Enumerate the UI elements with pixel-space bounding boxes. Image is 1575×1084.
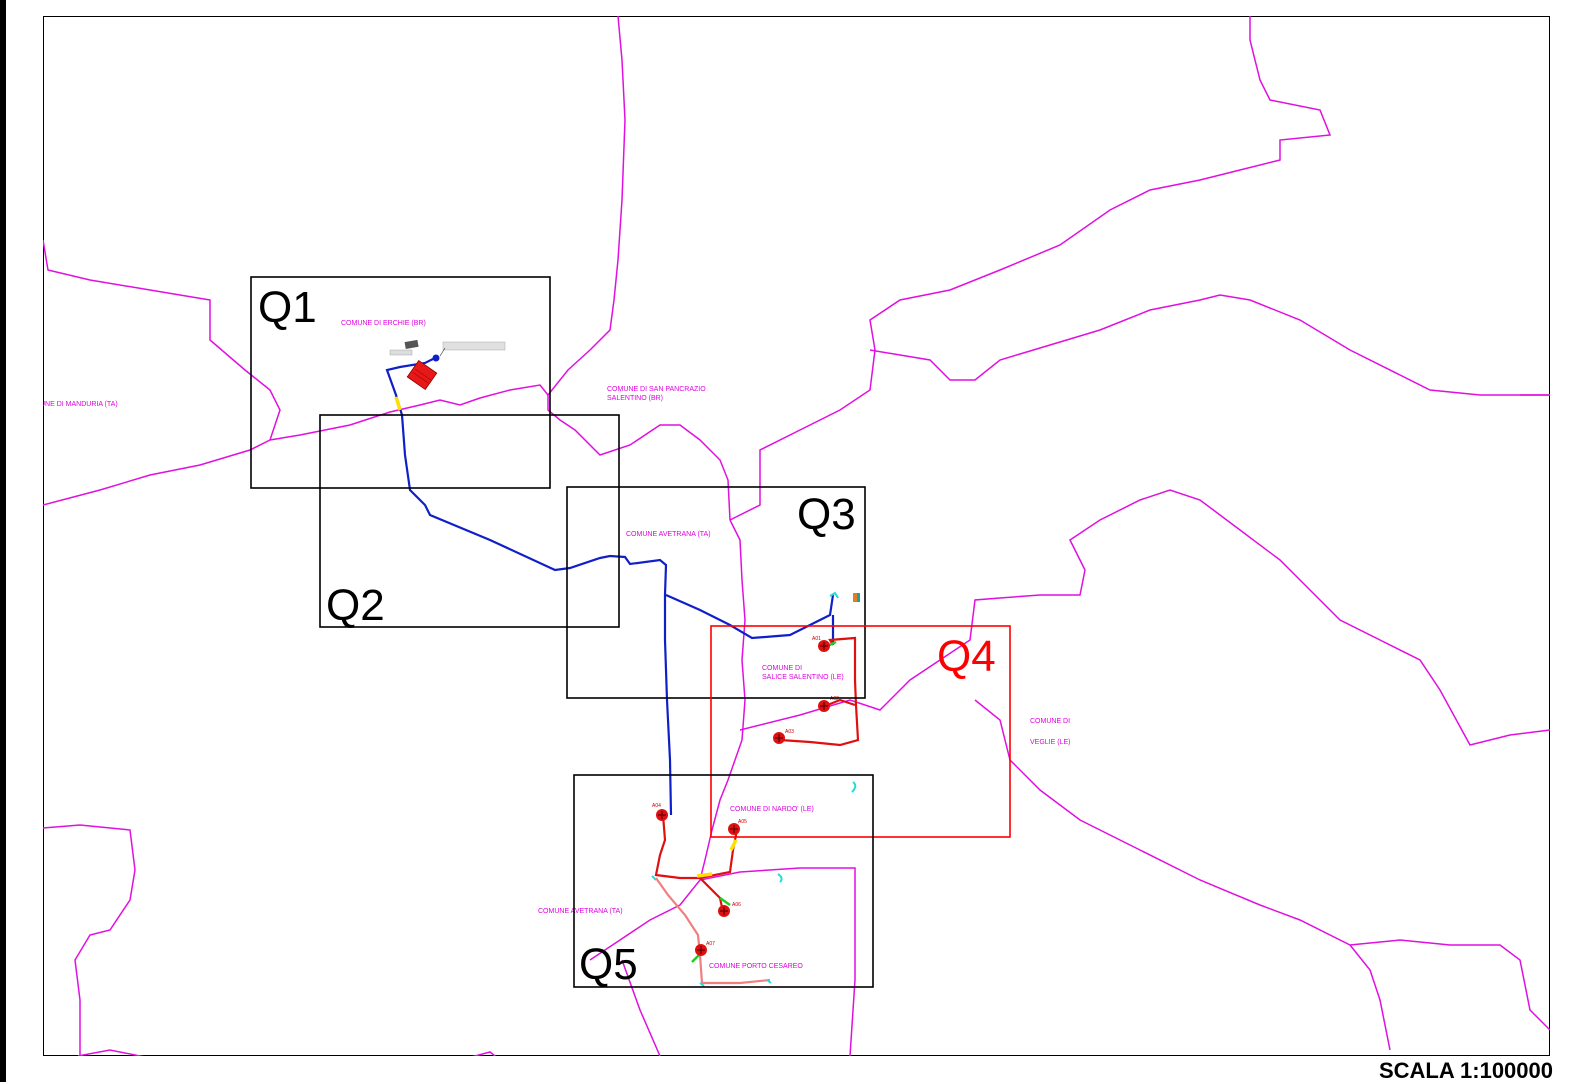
turbine-label: A03 (785, 729, 794, 735)
label-salice-2: SALICE SALENTINO (LE) (762, 674, 844, 681)
quadrant-label: Q5 (579, 940, 638, 989)
quadrant-label: Q3 (797, 490, 856, 539)
quadrant-label: Q4 (937, 632, 996, 681)
sheet-border-left (0, 0, 6, 1082)
cyan-markers (651, 591, 857, 987)
turbine-a02: A02 (818, 696, 839, 712)
label-avetrana-2: COMUNE AVETRANA (TA) (538, 908, 623, 915)
label-erchie: COMUNE DI ERCHIE (BR) (341, 320, 426, 327)
place-labels: COMUNE DI ERCHIE (BR) UNE DI MANDURIA (T… (40, 320, 1070, 970)
quadrant-label: Q1 (258, 283, 317, 332)
quadrant-q5: Q5 (573, 774, 874, 989)
label-san-pancrazio-2: SALENTINO (BR) (607, 395, 663, 402)
label-nardo: COMUNE DI NARDO' (LE) (730, 806, 814, 813)
scale-label: SCALA 1:100000 (1378, 1058, 1553, 1083)
turbine-a04: A04 (652, 803, 668, 821)
label-porto-cesareo: COMUNE PORTO CESAREO (709, 963, 803, 970)
turbine-a01: A01 (812, 636, 830, 652)
substation-icon (406, 359, 438, 391)
turbine-a05: A05 (728, 819, 747, 835)
quadrant-q2: Q2 (319, 414, 620, 630)
turbine-label: A06 (732, 902, 741, 908)
quadrant-q1: Q1 (250, 276, 551, 489)
turbine-label: A01 (812, 636, 821, 642)
turbine-label: A04 (652, 803, 661, 809)
turbine-label: A05 (738, 819, 747, 825)
storage-icon (853, 593, 860, 602)
quadrant-q3: Q3 (566, 486, 866, 699)
label-san-pancrazio-1: COMUNE DI SAN PANCRAZIO (607, 386, 706, 393)
turbine-markers: A01 A02 A03 A04 (652, 636, 839, 956)
turbine-a07: A07 (695, 941, 715, 956)
label-veglie-2: VEGLIE (LE) (1030, 739, 1070, 746)
grid-connection-icon (389, 339, 506, 362)
label-manduria: UNE DI MANDURIA (TA) (40, 401, 118, 408)
label-avetrana-1: COMUNE AVETRANA (TA) (626, 531, 711, 538)
quadrant-boxes: Q1 Q2 Q3 Q4 Q5 (250, 276, 1011, 989)
label-veglie-1: COMUNE DI (1030, 718, 1070, 725)
turbine-a03: A03 (773, 729, 794, 744)
cable-route-blue (385, 356, 835, 816)
turbine-label: A02 (830, 696, 839, 702)
label-salice-1: COMUNE DI (762, 665, 802, 672)
quadrant-label: Q2 (326, 581, 385, 630)
municipal-boundaries (43, 16, 1550, 1056)
map-frame (43, 16, 1550, 1056)
green-markers (691, 640, 837, 963)
turbine-a06: A06 (718, 902, 741, 917)
quadrant-q4: Q4 (710, 625, 1011, 838)
turbine-label: A07 (706, 941, 715, 947)
junction-markers (394, 396, 738, 878)
